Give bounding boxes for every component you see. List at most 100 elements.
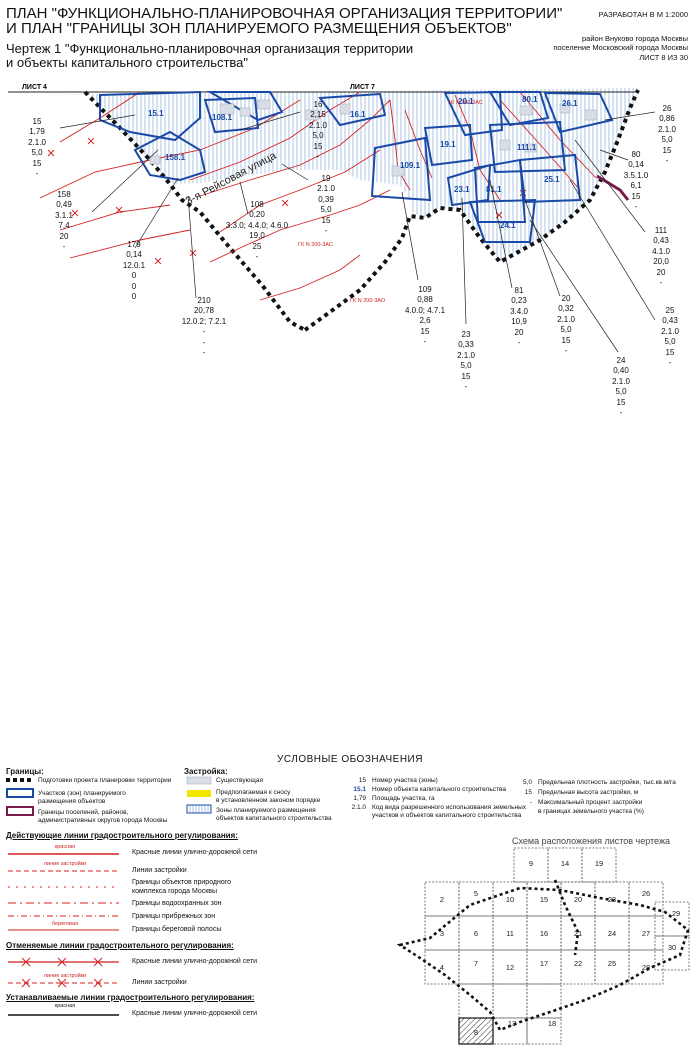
legend-current-swatches [8, 853, 119, 931]
legend-new-red: Красные линии улично-дорожной сети [132, 1010, 258, 1017]
schema-sheet-6: 6 [474, 929, 478, 938]
callout-line: 2.1.0 [658, 124, 676, 134]
callout-line: 20 [561, 294, 571, 303]
callout-line: 0 [131, 292, 137, 302]
callout-line: 0,32 [558, 304, 574, 314]
legend-code-desc: участков и объектов капитального строите… [372, 812, 522, 819]
callout-line: - [634, 202, 638, 212]
schema-sheet-13: 13 [508, 1019, 516, 1028]
schema-sheet-26: 26 [642, 889, 650, 898]
legend-current-nature-1: Границы объектов природного [132, 879, 232, 886]
callout-line: 25 [252, 241, 262, 251]
callout-line: 15 [420, 326, 430, 336]
callout-line: 2.1.0 [309, 120, 327, 130]
legend-code-key: 15.1 [353, 786, 366, 793]
callout-line: 15 [631, 191, 641, 201]
legend-code-desc: в границах земельного участка (%) [538, 808, 644, 815]
object-109-1: 109.1 [400, 161, 421, 170]
district-note: район Внуково города Москвы [582, 34, 688, 43]
callout-line: - [35, 169, 39, 179]
legend-new-heading: Устанавливаемые линии градостроительного… [6, 993, 255, 1002]
legend-code-desc: Предельная плотность застройки, тыс.кв.м… [538, 779, 676, 786]
legend-code-key: 1,79 [353, 795, 366, 802]
legend-code-key: 15 [358, 777, 366, 784]
project-boundary-right [303, 89, 640, 332]
object-15-1: 15.1 [148, 109, 164, 118]
callout-line: 15 [32, 117, 42, 126]
legend-code-desc: Код вида разрешенного использования земе… [372, 804, 526, 811]
planning-territory-area [10, 88, 640, 262]
callout-line: 111 [654, 226, 668, 235]
legend-new-swatch [8, 1014, 119, 1016]
callout-line: 0,14 [126, 250, 142, 260]
callout-line: 5,0 [312, 131, 324, 141]
callout-line: 81 [514, 286, 524, 295]
callout-line: 2,6 [419, 316, 431, 326]
legend-building-zones-2: объектов капитального строительства [216, 815, 332, 822]
callout-line: 2.1.0 [457, 350, 475, 360]
scale-note: РАЗРАБОТАН В М 1:2000 [598, 10, 688, 19]
existing-buildings [149, 99, 598, 177]
project-boundary [83, 90, 306, 332]
gk-label-2: ГК N 200-3АО [350, 298, 386, 304]
schema-sheet-22: 22 [574, 959, 582, 968]
callout-line: 15 [616, 397, 626, 407]
object-81-1: 81.1 [486, 185, 502, 194]
schema-sheet-19: 19 [595, 859, 603, 868]
callout-line: 2.1.0 [557, 314, 575, 324]
legend-code-desc: Максимальный процент застройки [538, 799, 643, 806]
legend-current-heading: Действующие линии градостроительного рег… [6, 831, 238, 840]
object-158-1: 158.1 [165, 153, 186, 162]
callout-line: - [517, 338, 521, 348]
schema-sheet-16: 16 [540, 929, 548, 938]
schema-sheet-24: 24 [608, 929, 616, 938]
schema-sheet-29: 29 [672, 909, 680, 918]
title-block: ПЛАН "ФУНКЦИОНАЛЬНО-ПЛАНИРОВОЧНАЯ ОРГАНИ… [6, 6, 562, 36]
legend-building-zones-1: Зоны планируемого размещения [216, 807, 316, 814]
callout-line: 15 [662, 145, 672, 155]
callout-line: 20,78 [193, 306, 215, 316]
legend-cancel-building: Линии застройки [132, 979, 187, 986]
callout-line: 25 [665, 306, 675, 315]
callout-line: - [464, 382, 468, 392]
callout-line: 0,86 [659, 114, 675, 124]
callout-line: 20 [656, 267, 666, 277]
sheet-title: Чертеж 1 "Функционально-планировочная ор… [6, 42, 413, 70]
object-108-1: 108.1 [212, 113, 233, 122]
callout-line: 158 [57, 190, 71, 199]
legend-buildings-swatches [186, 776, 212, 814]
callout-line: 16 [313, 100, 323, 109]
legend-border-zones-2: размещения объектов [38, 798, 106, 805]
callout-line: 19,0 [249, 231, 265, 241]
callout-line: 7,4 [58, 221, 70, 231]
callout-line: 6,1 [630, 181, 642, 191]
sheet-top-label: ЛИСТ 7 [350, 84, 375, 91]
legend-cancel-heading: Отменяемые линии градостроительного регу… [6, 941, 234, 950]
callout-line: 109 [418, 285, 432, 294]
legend-title: УСЛОВНЫЕ ОБОЗНАЧЕНИЯ [277, 754, 423, 765]
callout-line: 12.0.2; 7.2.1 [181, 316, 227, 326]
callout-line: 80 [631, 150, 641, 159]
callout-line: 23 [461, 330, 471, 339]
sheet-number: ЛИСТ 8 ИЗ 30 [639, 53, 688, 62]
sheet-title-line-2: и объекты капитального строительства" [6, 55, 249, 70]
callout-line: 2,15 [310, 110, 326, 120]
callout-line: - [202, 348, 206, 358]
callout-line: 0,23 [511, 296, 527, 306]
callout-line: - [202, 337, 206, 347]
schema-sheet-28: 28 [642, 963, 650, 972]
legend-building-demolish-1: Предполагаемая к сносу [216, 789, 291, 796]
legend-border-districts-2: административных округов города Москвы [38, 817, 168, 824]
callout-line: - [619, 408, 623, 418]
callout-line: 15 [461, 371, 471, 381]
